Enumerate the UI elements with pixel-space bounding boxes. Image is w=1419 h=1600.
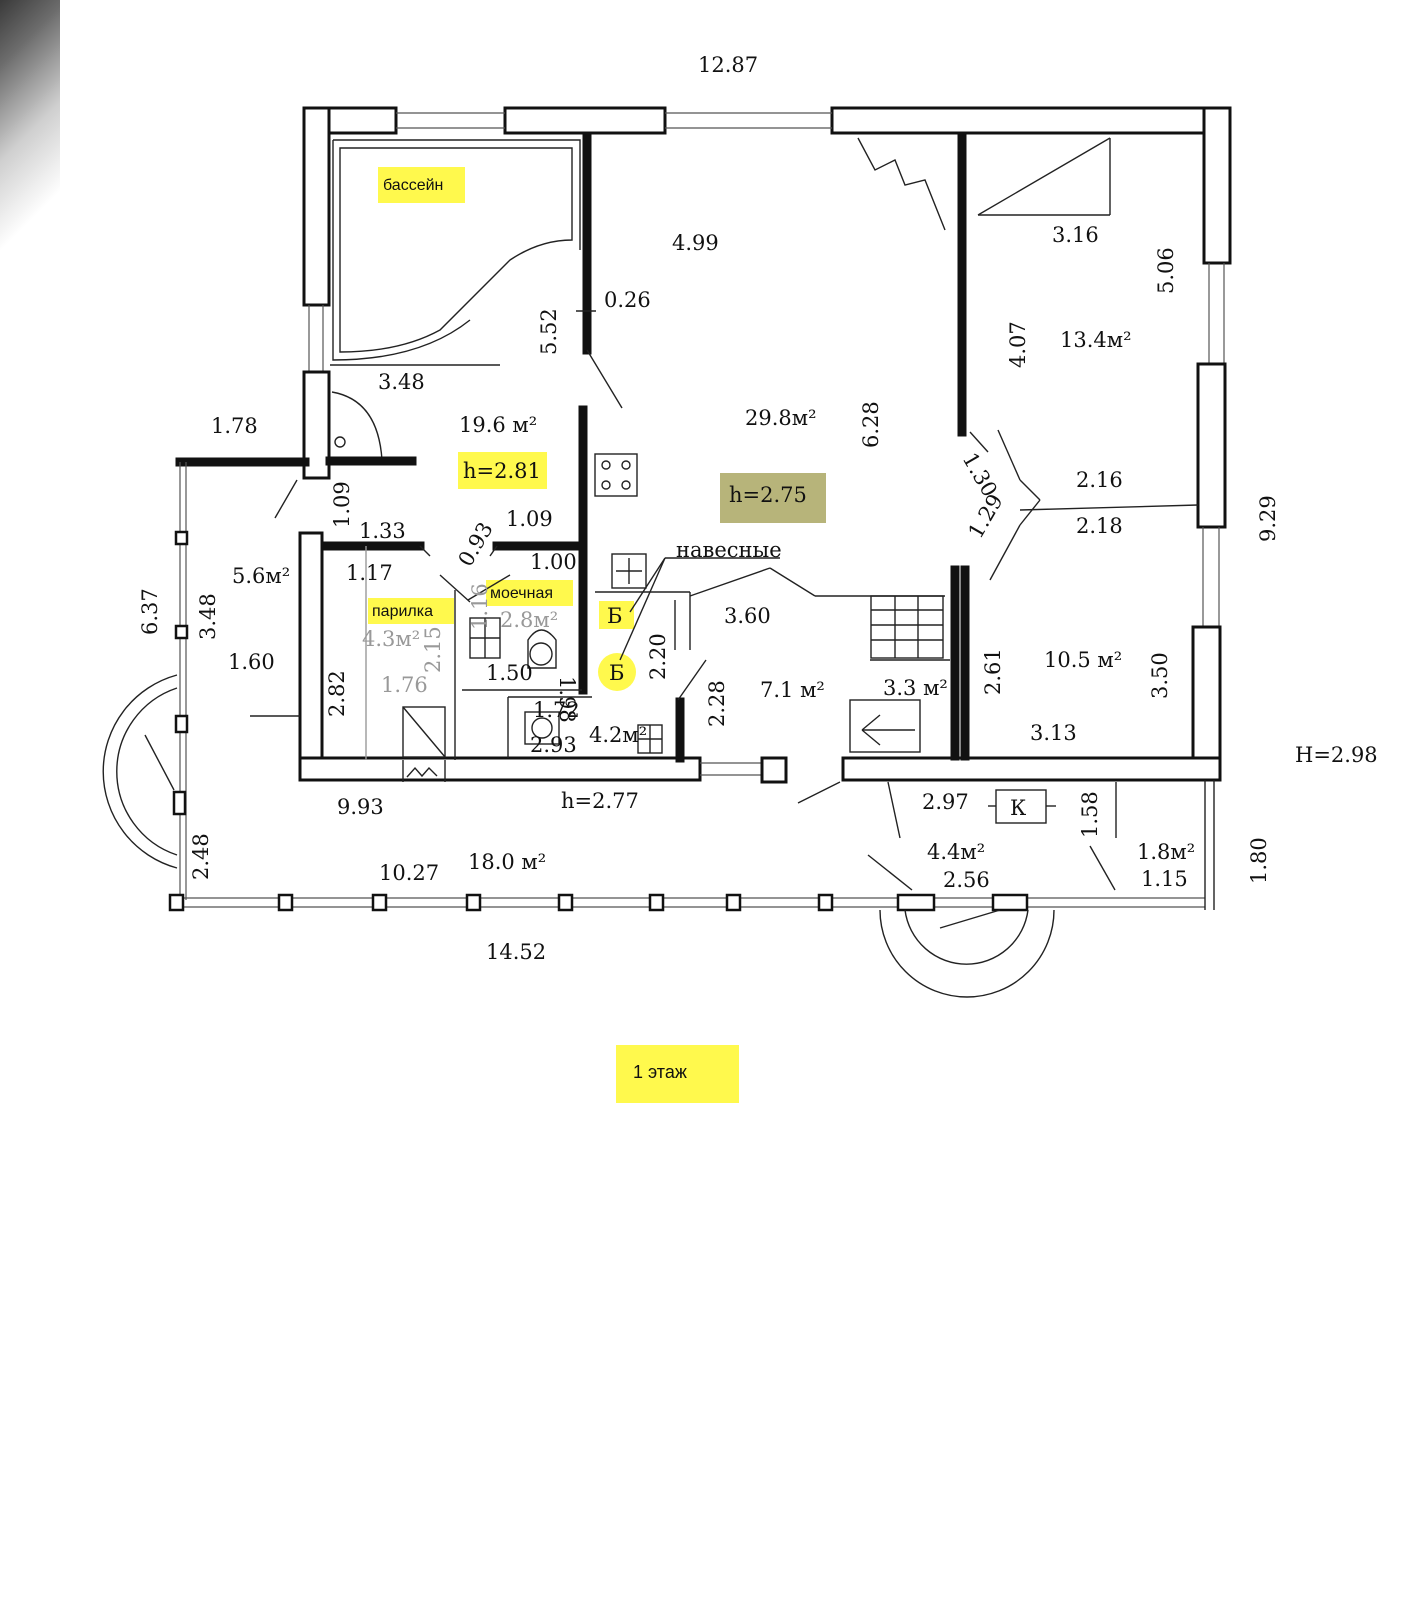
dim-499: 4.99 [672, 231, 719, 255]
area-134: 13.4м² [1060, 328, 1132, 352]
dim-109b: 1.09 [506, 507, 553, 531]
label-wash: моечная [490, 585, 553, 602]
dim-248: 2.48 [189, 833, 213, 880]
dim-109a: 1.09 [330, 481, 354, 528]
area-18: 1.8м² [1137, 840, 1195, 864]
area-43: 4.3м² [362, 627, 420, 651]
height-277: h=2.77 [561, 789, 639, 813]
outer-walls [298, 106, 1232, 784]
dim-360: 3.60 [724, 604, 771, 628]
wash-highlight [486, 580, 573, 606]
dim-172: 1.72 [533, 698, 580, 722]
dim-180: 1.80 [1247, 837, 1271, 884]
dim-637: 6.37 [138, 588, 162, 635]
dim-261: 2.61 [981, 648, 1005, 695]
labels: бассейн парилка моечная навесные Б Б К 1… [372, 177, 1026, 1082]
label-hanging: навесные [676, 538, 782, 562]
dim-116: 1.16 [468, 583, 492, 630]
dim-176: 1.76 [381, 673, 428, 697]
h275-highlight [720, 473, 826, 523]
dim-026: 0.26 [604, 288, 651, 312]
dim-218: 2.18 [1076, 514, 1123, 538]
dim-198: 1.98 [555, 676, 579, 723]
dim-628: 6.28 [859, 401, 883, 448]
dim-552: 5.52 [537, 308, 561, 355]
boiler-small-highlight [599, 601, 634, 629]
boiler-round-highlight [598, 653, 636, 691]
area-105: 10.5 м² [1044, 648, 1122, 672]
area-42: 4.2м² [589, 723, 647, 747]
area-44: 4.4м² [927, 840, 985, 864]
area-28: 2.8м² [500, 608, 558, 632]
dim-929: 9.29 [1256, 495, 1280, 542]
label-pool: бассейн [383, 177, 443, 194]
steam-highlight [368, 598, 454, 624]
areas: 19.6 м² 29.8м² 13.4м² 5.6м² 4.3м² 2.8м² … [232, 328, 1195, 874]
dim-293: 2.93 [530, 733, 577, 757]
dim-129: 1.29 [964, 490, 1008, 543]
dim-282: 2.82 [325, 670, 349, 717]
dim-178: 1.78 [211, 414, 258, 438]
dim-top-total: 12.87 [698, 53, 758, 77]
dim-bottom-total: 14.52 [486, 940, 546, 964]
dim-993: 9.93 [337, 795, 384, 819]
area-180: 18.0 м² [468, 850, 546, 874]
dim-130: 1.30 [958, 449, 1002, 502]
dim-348b: 3.48 [196, 593, 220, 640]
dim-093: 0.93 [454, 518, 498, 571]
dim-100: 1.00 [530, 550, 577, 574]
area-298: 29.8м² [745, 406, 817, 430]
dim-350: 3.50 [1148, 652, 1172, 699]
floor-highlight [616, 1045, 739, 1103]
dim-115: 1.15 [1141, 867, 1188, 891]
dim-133: 1.33 [359, 519, 406, 543]
dim-316: 3.16 [1052, 223, 1099, 247]
dim-158: 1.58 [1078, 791, 1102, 838]
height-275: h=2.75 [729, 483, 807, 507]
dim-215: 2.15 [421, 626, 445, 673]
dim-216: 2.16 [1076, 468, 1123, 492]
height-281: h=2.81 [463, 459, 541, 483]
dim-256: 2.56 [943, 868, 990, 892]
area-56: 5.6м² [232, 564, 290, 588]
pool-highlight [378, 167, 465, 203]
heights: h=2.81 h=2.75 h=2.77 H=2.98 [463, 459, 1378, 813]
dim-220: 2.20 [646, 633, 670, 680]
dim-313: 3.13 [1030, 721, 1077, 745]
dim-150: 1.50 [486, 661, 533, 685]
dim-1027: 10.27 [379, 861, 439, 885]
label-floor: 1 этаж [633, 1062, 687, 1082]
page-shadow [0, 0, 60, 300]
dim-297: 2.97 [922, 790, 969, 814]
interior-walls [320, 133, 1199, 782]
area-196: 19.6 м² [459, 413, 537, 437]
dim-348a: 3.48 [378, 370, 425, 394]
label-boiler-small: Б [607, 604, 622, 628]
label-steam: парилка [372, 603, 433, 620]
label-k: К [1010, 796, 1026, 820]
area-33: 3.3 м² [883, 676, 948, 700]
dim-160: 1.60 [228, 650, 275, 674]
dim-506: 5.06 [1154, 247, 1178, 294]
h281-highlight [458, 452, 547, 489]
dim-117: 1.17 [346, 561, 393, 585]
left-veranda [102, 457, 1215, 998]
dim-407: 4.07 [1006, 321, 1030, 368]
height-298: H=2.98 [1295, 743, 1378, 767]
area-71: 7.1 м² [760, 678, 825, 702]
label-boiler-round: Б [609, 661, 624, 685]
dim-228: 2.28 [705, 680, 729, 727]
